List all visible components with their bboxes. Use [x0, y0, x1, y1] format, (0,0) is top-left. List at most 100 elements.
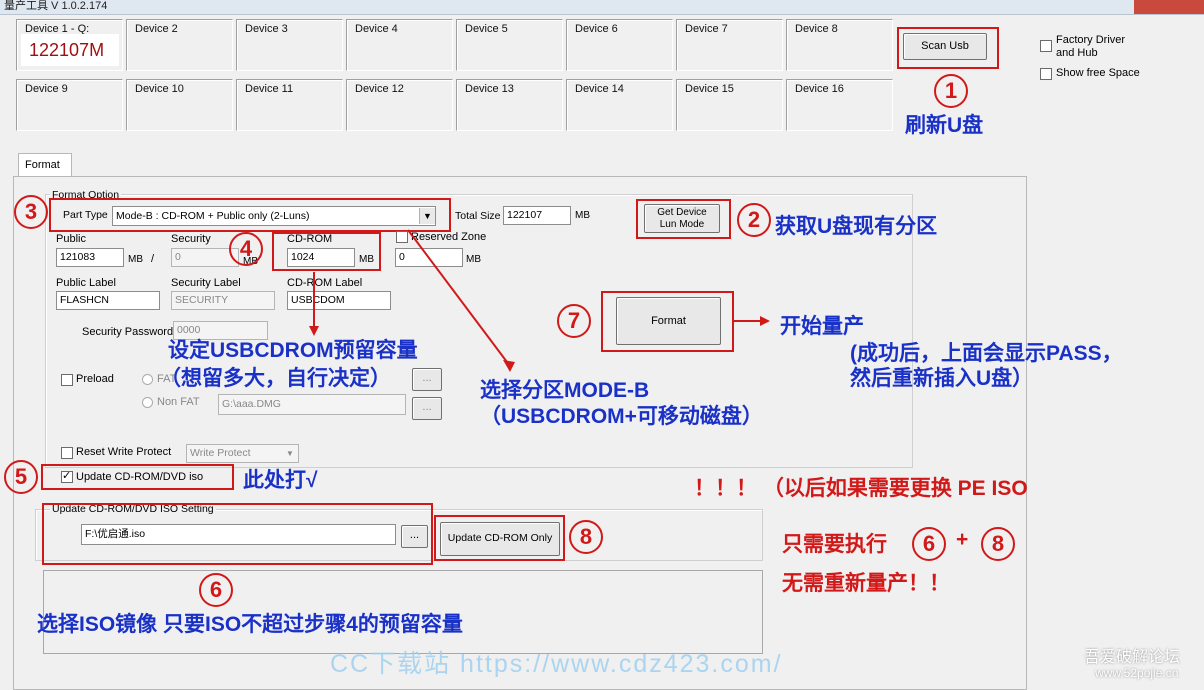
log-area	[43, 570, 763, 654]
chevron-down-icon[interactable]: ▼	[419, 208, 435, 224]
device-slot-5[interactable]: Device 5	[456, 19, 563, 71]
tab-format[interactable]: Format	[18, 153, 72, 178]
write-protect-select[interactable]: Write Protect	[186, 444, 299, 463]
reserved-zone-unit: MB	[466, 254, 481, 265]
factory-driver-checkbox[interactable]	[1040, 40, 1052, 52]
scan-usb-button[interactable]: Scan Usb	[903, 33, 987, 60]
step-5-circle: 5	[4, 460, 38, 494]
close-button[interactable]	[1134, 0, 1204, 14]
watermark-52pojie-url: www.52pojie.cn	[1095, 666, 1179, 680]
device-slot-8[interactable]: Device 8	[786, 19, 893, 71]
device-label: Device 12	[355, 83, 404, 95]
device-label: Device 8	[795, 23, 838, 35]
factory-driver-label-2: and Hub	[1056, 47, 1098, 59]
device-capacity: 122107M	[21, 34, 119, 66]
non-fat-browse-button[interactable]: ...	[412, 397, 442, 420]
security-password-field[interactable]: 0000	[173, 321, 268, 340]
update-cdrom-label: Update CD-ROM/DVD iso	[76, 471, 204, 483]
device-slot-2[interactable]: Device 2	[126, 19, 233, 71]
note-start-1: 开始量产	[780, 315, 864, 338]
public-label-label: Public Label	[56, 277, 116, 289]
reserved-zone-label: Reserved Zone	[411, 231, 487, 243]
note-check-here: 此处打√	[243, 469, 318, 492]
device-slot-7[interactable]: Device 7	[676, 19, 783, 71]
device-slot-12[interactable]: Device 12	[346, 79, 453, 131]
tab-format-label: Format	[25, 159, 60, 171]
slash-text: /	[151, 253, 155, 265]
note-select-iso: 选择ISO镜像 只要ISO不超过步骤4的预留容量	[37, 613, 463, 636]
step-1-circle: 1	[934, 74, 968, 108]
note-no-need: 无需重新量产！！	[782, 572, 950, 595]
update-only-highlight	[434, 515, 565, 561]
device-slot-1[interactable]: Device 1 - Q:122107M	[16, 19, 123, 71]
show-free-space-checkbox[interactable]	[1040, 68, 1052, 80]
device-label: Device 3	[245, 23, 288, 35]
device-slot-11[interactable]: Device 11	[236, 79, 343, 131]
watermark-52pojie: 吾爱破解论坛	[1084, 649, 1181, 666]
non-fat-radio[interactable]	[142, 397, 153, 408]
reset-write-protect-checkbox[interactable]	[61, 447, 73, 459]
fat-label: FAT	[157, 373, 177, 385]
device-label: Device 10	[135, 83, 184, 95]
part-type-select[interactable]: Mode-B : CD-ROM + Public only (2-Luns)	[112, 206, 436, 226]
arrow-head-cdrom	[309, 326, 319, 336]
device-slot-10[interactable]: Device 10	[126, 79, 233, 131]
total-size-label: Total Size	[455, 210, 501, 222]
factory-driver-label: Factory Driver	[1056, 34, 1126, 46]
note-select-mode-2: （USBCDROM+可移动磁盘）	[480, 405, 763, 428]
device-label: Device 14	[575, 83, 624, 95]
device-slot-16[interactable]: Device 16	[786, 79, 893, 131]
note-only-need: 只需要执行	[782, 533, 887, 556]
device-label: Device 11	[245, 83, 294, 95]
security-label-field[interactable]: SECURITY	[171, 291, 275, 310]
get-device-highlight	[636, 199, 731, 239]
device-slot-6[interactable]: Device 6	[566, 19, 673, 71]
preload-checkbox[interactable]	[61, 374, 73, 386]
fat-radio[interactable]	[142, 374, 153, 385]
device-slot-9[interactable]: Device 9	[16, 79, 123, 131]
iso-path-field[interactable]: F:\优启通.iso	[81, 524, 396, 545]
cdrom-highlight	[272, 232, 381, 271]
device-label: Device 6	[575, 23, 618, 35]
security-password-label: Security Password	[82, 326, 174, 338]
device-slot-3[interactable]: Device 3	[236, 19, 343, 71]
note-start-3: 然后重新插入U盘）	[850, 367, 1034, 390]
device-slot-14[interactable]: Device 14	[566, 79, 673, 131]
cdrom-size-field[interactable]: 1024	[287, 248, 355, 267]
arrow-head-mode	[503, 360, 515, 372]
device-slot-4[interactable]: Device 4	[346, 19, 453, 71]
write-protect-chevron-icon: ▼	[286, 449, 294, 458]
iso-browse-button[interactable]: ...	[401, 525, 428, 548]
update-cdrom-checkbox[interactable]	[61, 469, 73, 483]
device-slot-13[interactable]: Device 13	[456, 79, 563, 131]
scan-highlight	[897, 27, 999, 69]
format-button[interactable]: Format	[616, 297, 721, 345]
part-type-label: Part Type	[63, 209, 108, 221]
iso-path-highlight	[42, 503, 433, 565]
cdrom-label-label: CD-ROM Label	[287, 277, 363, 289]
device-label: Device 4	[355, 23, 398, 35]
non-fat-label: Non FAT	[157, 396, 200, 408]
security-label-label: Security Label	[171, 277, 241, 289]
format-highlight	[601, 291, 734, 352]
update-cdrom-only-button[interactable]: Update CD-ROM Only	[440, 522, 560, 556]
show-free-space-label: Show free Space	[1056, 67, 1140, 79]
device-label: Device 2	[135, 23, 178, 35]
iso-setting-title: Update CD-ROM/DVD ISO Setting	[50, 503, 216, 515]
total-size-field[interactable]: 122107	[503, 206, 571, 225]
window-title: 量产工具 V 1.0.2.174	[4, 0, 108, 12]
note-start-2: (成功后，上面会显示PASS，	[850, 342, 1123, 365]
fat-browse-button[interactable]: ...	[412, 368, 442, 391]
public-size-field[interactable]: 121083	[56, 248, 124, 267]
device-slot-15[interactable]: Device 15	[676, 79, 783, 131]
arrow-line-mode	[407, 229, 511, 367]
note-refresh: 刷新U盘	[905, 114, 984, 137]
public-label-field[interactable]: FLASHCN	[56, 291, 160, 310]
non-fat-path-field[interactable]: G:\aaa.DMG	[218, 394, 406, 415]
device-label: Device 13	[465, 83, 514, 95]
note-get-partition: 获取U盘现有分区	[775, 215, 938, 238]
reserved-zone-checkbox[interactable]	[396, 231, 408, 243]
get-device-lun-mode-button[interactable]: Get Device Lun Mode	[644, 204, 720, 233]
preload-label: Preload	[76, 373, 114, 385]
